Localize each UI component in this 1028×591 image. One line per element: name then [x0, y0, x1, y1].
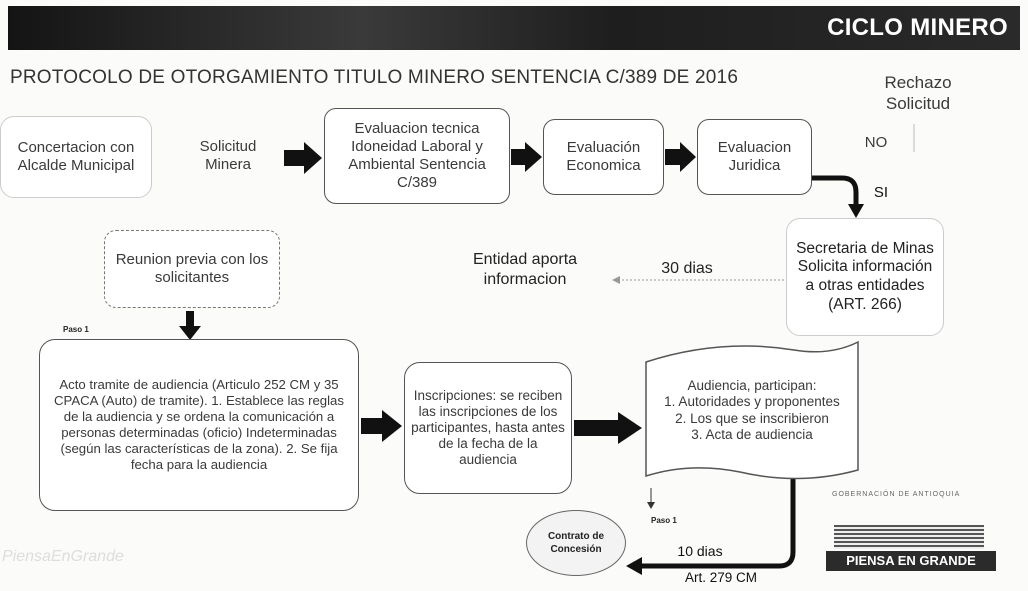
header-banner: CICLO MINERO — [8, 6, 1020, 50]
rechazo-label: Rechazo Solicitud — [884, 73, 952, 113]
banner-title: CICLO MINERO — [827, 14, 1008, 41]
contrato-label: Contrato de Concesión — [547, 530, 605, 556]
logo-stripes — [834, 525, 984, 549]
arrow-reunion-to-acto — [179, 311, 201, 340]
arrow-acto-to-inscripciones — [361, 410, 402, 442]
eval-juridica-label: Evaluacion Juridica — [717, 139, 792, 174]
arrow-tecnica-to-economica — [511, 142, 542, 172]
arrow-juridica-to-secretaria — [812, 175, 859, 208]
eval-economica-label: Evaluación Economica — [566, 139, 641, 174]
piensa-en-grande-logo: PIENSA EN GRANDE — [826, 523, 996, 575]
dias10-label: 10 dias — [677, 543, 723, 559]
solicitud-label: Solicitud Minera — [199, 138, 257, 174]
paso1-label-b: Paso 1 — [651, 516, 677, 525]
arrow-economica-to-juridica — [665, 142, 696, 172]
entidad-label: Entidad aporta informacion — [472, 251, 578, 288]
audiencia-document-shape — [645, 340, 859, 480]
paso1-label-a: Paso 1 — [63, 325, 89, 334]
art279-label: Art. 279 CM — [684, 570, 758, 585]
arrow-inscripciones-to-audiencia — [574, 412, 642, 444]
arrow-solicitud-to-tecnica — [284, 142, 322, 174]
reunion-label: Reunion previa con los solicitantes — [115, 251, 269, 286]
acto-box: Acto tramite de audiencia (Articulo 252 … — [39, 339, 359, 511]
audiencia-item-3: 3. Acta de audiencia — [691, 427, 813, 443]
dias30-label: 30 dias — [661, 260, 713, 277]
audiencia-item-1: 1. Autoridades y proponentes — [664, 394, 840, 410]
watermark-text: PiensaEnGrande — [2, 548, 124, 565]
inscripciones-label: Inscripciones: se reciben las inscripcio… — [411, 387, 565, 468]
eval-tecnica-box: Evaluacion tecnica Idoneidad Laboral y A… — [324, 108, 510, 204]
logo-text: PIENSA EN GRANDE — [826, 551, 996, 571]
acto-label: Acto tramite de audiencia (Articulo 252 … — [53, 377, 344, 472]
concertacion-box: Concertacion con Alcalde Municipal — [0, 116, 152, 198]
secretaria-box: Secretaria de Minas Solicita información… — [786, 218, 944, 336]
page-subtitle: PROTOCOLO DE OTORGAMIENTO TITULO MINERO … — [10, 67, 739, 88]
no-label: NO — [864, 134, 888, 151]
eval-tecnica-label: Evaluacion tecnica Idoneidad Laboral y A… — [348, 120, 486, 191]
reunion-box: Reunion previa con los solicitantes — [104, 230, 280, 308]
audiencia-title: Audiencia, participan: — [687, 378, 817, 393]
audiencia-item-2: 2. Los que se inscribieron — [675, 410, 829, 426]
secretaria-label: Secretaria de Minas Solicita información… — [796, 239, 934, 313]
audiencia-content: Audiencia, participan: 1. Autoridades y … — [650, 378, 854, 444]
arrow-audiencia-to-contrato — [640, 470, 796, 569]
eval-economica-box: Evaluación Economica — [543, 119, 664, 195]
inscripciones-box: Inscripciones: se reciben las inscripcio… — [404, 362, 572, 494]
contrato-oval: Contrato de Concesión — [526, 510, 626, 576]
si-label: SI — [873, 184, 889, 201]
eval-juridica-box: Evaluacion Juridica — [697, 119, 812, 195]
gobernacion-text: GOBERNACIÓN DE ANTIOQUIA — [832, 491, 961, 498]
concertacion-label: Concertacion con Alcalde Municipal — [17, 139, 135, 174]
